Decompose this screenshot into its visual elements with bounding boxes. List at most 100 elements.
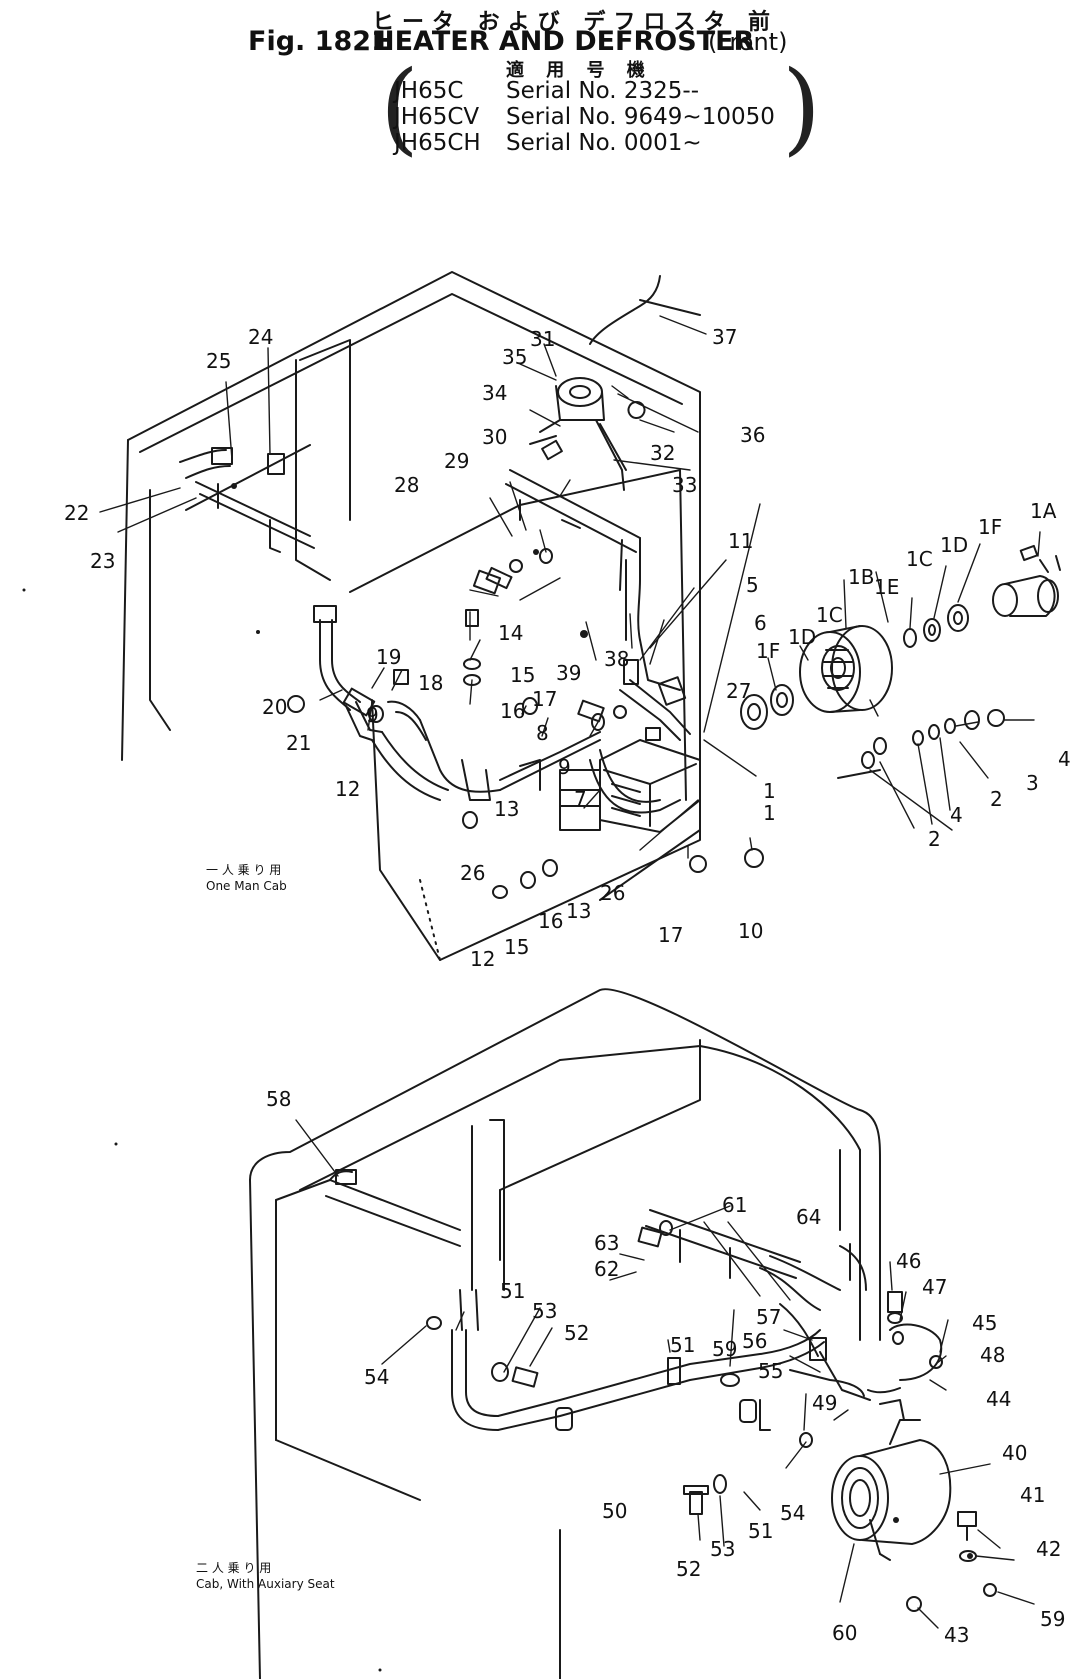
callout-50: 50: [602, 1499, 627, 1523]
callout-46: 46: [896, 1249, 921, 1273]
callout-53: 53: [532, 1299, 557, 1323]
callout-32: 32: [650, 441, 675, 465]
callout-63: 63: [594, 1231, 619, 1255]
callout-25: 25: [206, 349, 231, 373]
serial-bracket-right: ): [782, 49, 822, 166]
serial-row: JH65CH Serial No. 0001~: [394, 130, 702, 156]
lower-cab-outline: [249, 988, 881, 1679]
callout-9: 9: [558, 755, 571, 779]
callout-54: 54: [364, 1365, 389, 1389]
callout-11: 11: [728, 529, 753, 553]
serial-range: Serial No. 2325--: [506, 78, 700, 104]
callout-17: 17: [532, 687, 557, 711]
lower-heater-unit: [819, 1323, 952, 1561]
callout-labels: 1 1 1A 1B 1C 1C 1D 1D 1E 1F 1F 2 2 3 4 4…: [64, 325, 1071, 1647]
callout-42: 42: [1036, 1537, 1061, 1561]
callout-51: 51: [500, 1279, 525, 1303]
callout-19: 19: [376, 645, 401, 669]
callout-3: 3: [1026, 771, 1039, 795]
callout-22: 22: [64, 501, 89, 525]
figure-title: HEATER AND DEFROSTER: [372, 26, 755, 57]
callout-29: 29: [444, 449, 469, 473]
callout-15: 15: [504, 935, 529, 959]
view-captions: 一 人 乗 り 用 One Man Cab 二 人 乗 り 用 Cab, Wit…: [196, 863, 335, 1591]
solid-parts: [22, 483, 973, 1672]
callout-39: 39: [556, 661, 581, 685]
callout-28: 28: [394, 473, 419, 497]
callout-1b: 1B: [848, 565, 874, 589]
upper-fittings: [287, 439, 764, 899]
callout-9: 9: [366, 703, 379, 727]
callout-52: 52: [564, 1321, 589, 1345]
callout-1d: 1D: [788, 625, 816, 649]
upper-defroster-duct: [179, 447, 681, 691]
callout-51: 51: [670, 1333, 695, 1357]
callout-62: 62: [594, 1257, 619, 1281]
serial-model: JH65CV: [394, 104, 480, 130]
lower-caption: Cab, With Auxiary Seat: [196, 1577, 335, 1591]
callout-60: 60: [832, 1621, 857, 1645]
callout-13: 13: [494, 797, 519, 821]
lower-fittings: [426, 1220, 997, 1612]
lower-defroster-duct: [325, 1119, 825, 1431]
callout-45: 45: [972, 1311, 997, 1335]
serial-model: JH65C: [394, 78, 464, 104]
callout-12: 12: [335, 777, 360, 801]
serial-range: Serial No. 0001~: [506, 130, 702, 156]
upper-caption: One Man Cab: [206, 879, 287, 893]
callout-8: 8: [536, 721, 549, 745]
callout-53: 53: [710, 1537, 735, 1561]
front-japanese: 前: [748, 10, 779, 35]
leader-lines: [99, 315, 1041, 1629]
callout-44: 44: [986, 1387, 1011, 1411]
callout-26: 26: [600, 881, 625, 905]
callout-26: 26: [460, 861, 485, 885]
callout-1f: 1F: [978, 515, 1002, 539]
callout-54: 54: [780, 1501, 805, 1525]
callout-1c: 1C: [906, 547, 933, 571]
callout-64: 64: [796, 1205, 821, 1229]
callout-5: 5: [746, 573, 759, 597]
callout-1: 1: [763, 779, 776, 803]
callout-1d: 1D: [940, 533, 968, 557]
callout-58: 58: [266, 1087, 291, 1111]
upper-cab-outline: [121, 271, 701, 961]
callout-18: 18: [418, 671, 443, 695]
callout-59: 59: [1040, 1607, 1065, 1631]
serial-model: JH65CH: [394, 130, 481, 156]
callout-1f: 1F: [756, 639, 780, 663]
callout-4: 4: [1058, 747, 1071, 771]
title-japanese: ヒータ および デフロスタ: [372, 10, 734, 35]
callout-1: 1: [763, 801, 776, 825]
callout-33: 33: [672, 473, 697, 497]
callout-23: 23: [90, 549, 115, 573]
callout-61: 61: [722, 1193, 747, 1217]
callout-38: 38: [604, 647, 629, 671]
callout-41: 41: [1020, 1483, 1045, 1507]
callout-13: 13: [566, 899, 591, 923]
callout-47: 47: [922, 1275, 947, 1299]
callout-37: 37: [712, 325, 737, 349]
callout-1a: 1A: [1030, 499, 1057, 523]
callout-16: 16: [500, 699, 525, 723]
upper-control-cable: [529, 275, 701, 491]
callout-48: 48: [980, 1343, 1005, 1367]
callout-34: 34: [482, 381, 507, 405]
callout-24: 24: [248, 325, 273, 349]
callout-59: 59: [712, 1337, 737, 1361]
callout-16: 16: [538, 909, 563, 933]
lower-control-cable: [779, 1303, 901, 1397]
callout-51: 51: [748, 1519, 773, 1543]
lower-caption-japanese: 二 人 乗 り 用: [196, 1561, 271, 1575]
serial-row: JH65C Serial No. 2325--: [394, 78, 699, 104]
callout-52: 52: [676, 1557, 701, 1581]
callout-27: 27: [726, 679, 751, 703]
callout-2: 2: [928, 827, 941, 851]
callout-7: 7: [574, 787, 587, 811]
callout-21: 21: [286, 731, 311, 755]
callout-35: 35: [502, 345, 527, 369]
applicable-japanese: 適 用 号 機: [506, 60, 653, 81]
callout-30: 30: [482, 425, 507, 449]
